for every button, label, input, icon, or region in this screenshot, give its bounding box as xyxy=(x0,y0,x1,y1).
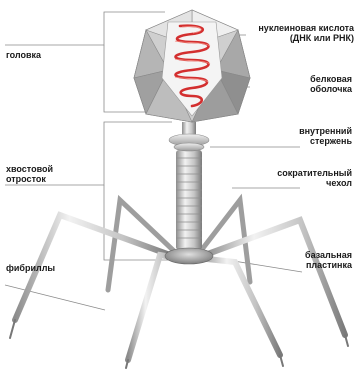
label-sheath: сократительный чехол xyxy=(277,168,352,188)
label-nucleic-acid: нуклеиновая кислота (ДНК или РНК) xyxy=(258,23,354,43)
fiber-front-right xyxy=(198,258,280,355)
label-tail: хвостовой отросток xyxy=(6,164,53,184)
fiber-front-left xyxy=(128,255,178,360)
fiber-tip xyxy=(10,320,15,338)
collar xyxy=(169,122,209,151)
label-base-plate: базальная пластинка xyxy=(305,250,352,270)
leader-head xyxy=(5,12,165,45)
label-inner-rod: внутренний стержень xyxy=(299,126,352,146)
fiber-far-right xyxy=(205,220,345,335)
label-fibrils: фибриллы xyxy=(6,263,55,273)
label-protein-coat: белковая оболочка xyxy=(310,74,352,94)
base-plate xyxy=(165,248,213,264)
label-head: головка xyxy=(6,50,41,60)
tail-sheath xyxy=(176,150,202,250)
